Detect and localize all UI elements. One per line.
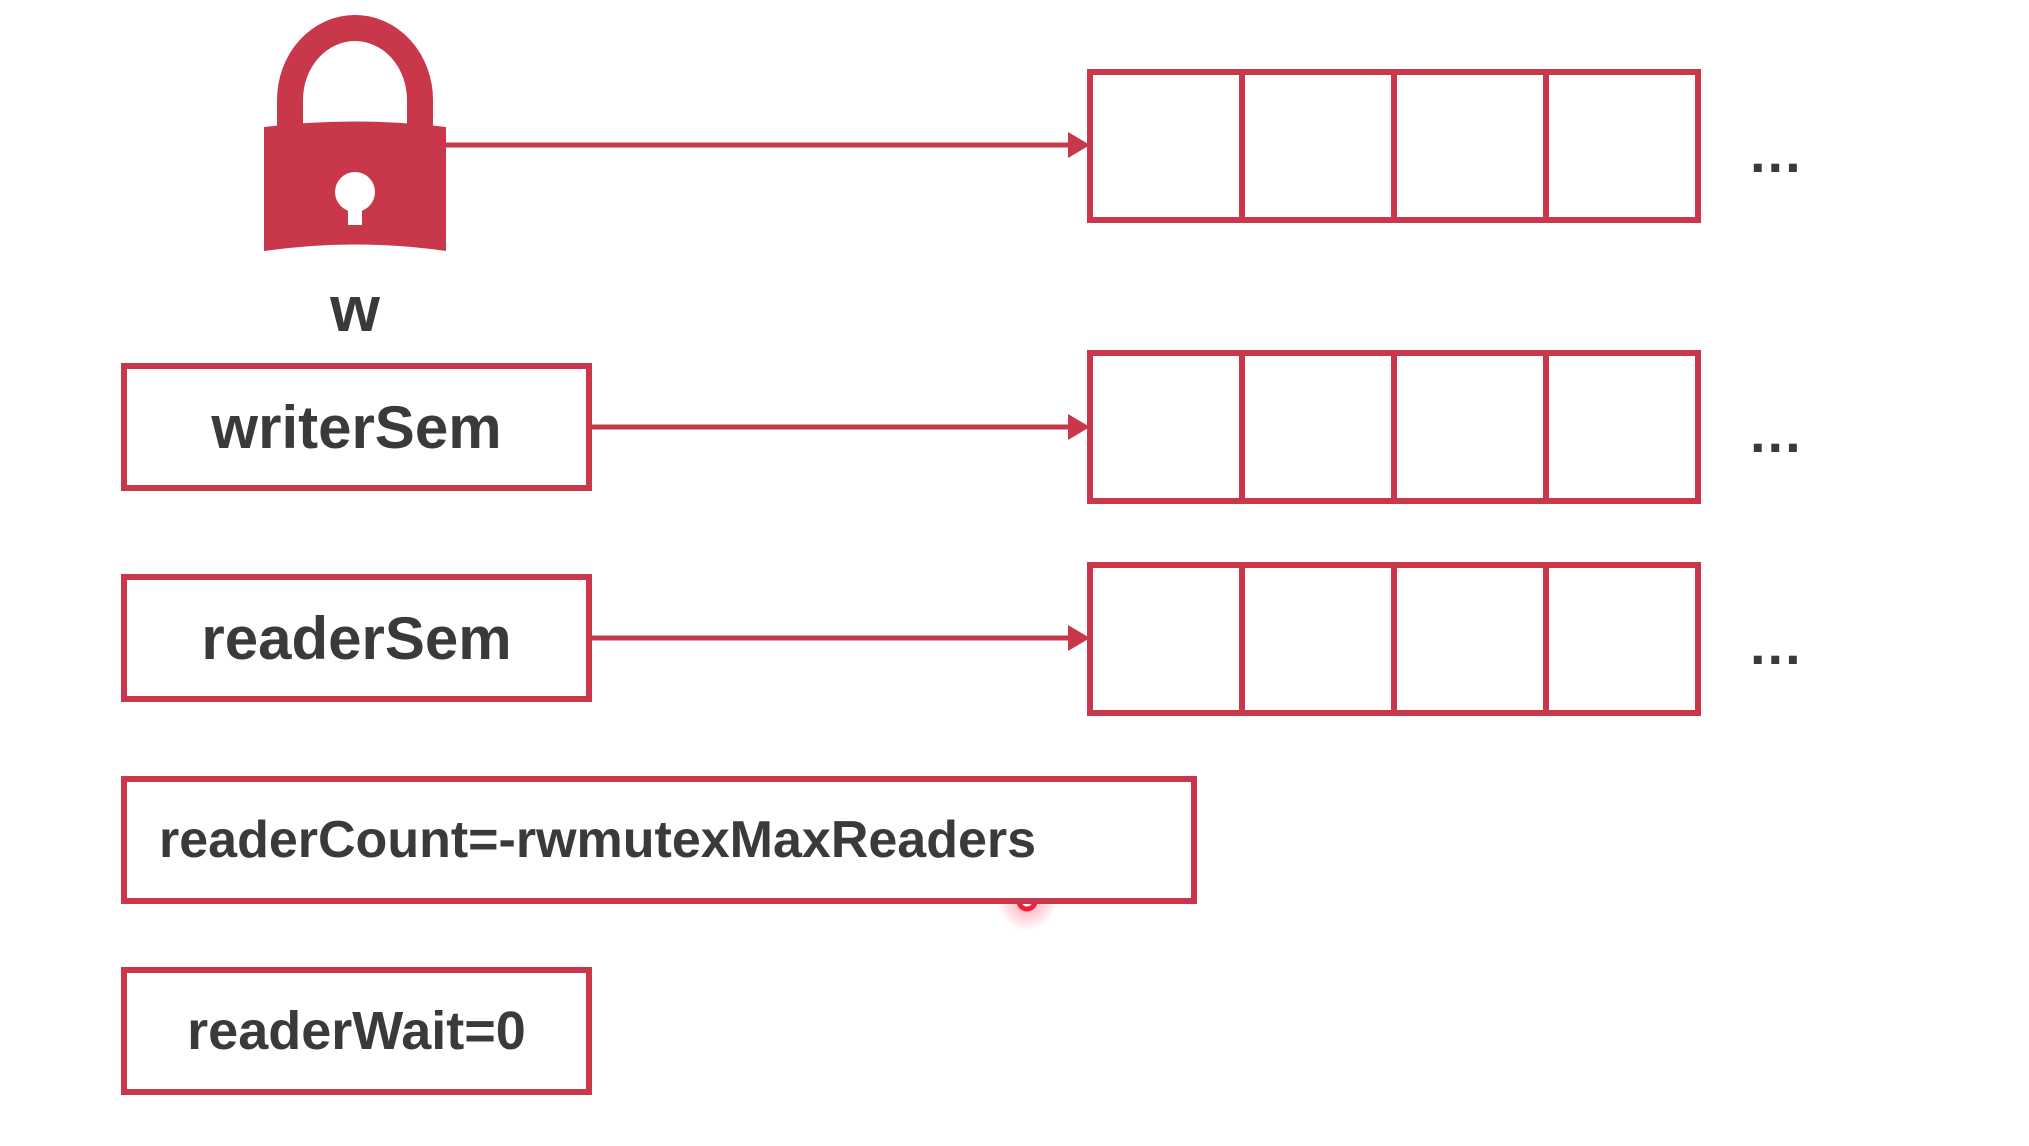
writersem-field: writerSem: [121, 363, 592, 491]
queue-slot: [1087, 69, 1245, 223]
lock-queue-ellipsis: ...: [1750, 121, 1803, 184]
queue-slot: [1391, 562, 1549, 716]
writersem-queue: [1087, 350, 1701, 504]
readerwait-field: readerWait=0: [121, 967, 592, 1095]
writersem-arrow: [592, 414, 1090, 440]
queue-slot: [1391, 69, 1549, 223]
queue-slot: [1239, 350, 1397, 504]
queue-slot: [1239, 69, 1397, 223]
lock-arrow: [446, 132, 1090, 158]
readercount-field: readerCount=-rwmutexMaxReaders: [121, 776, 1197, 904]
queue-slot: [1391, 350, 1549, 504]
queue-slot: [1543, 350, 1701, 504]
lock-label: w: [330, 273, 380, 345]
readersem-field: readerSem: [121, 574, 592, 702]
queue-slot: [1543, 69, 1701, 223]
readersem-queue: [1087, 562, 1701, 716]
readersem-arrow: [592, 625, 1090, 651]
queue-slot: [1087, 562, 1245, 716]
readersem-queue-ellipsis: ...: [1750, 613, 1803, 676]
queue-slot: [1239, 562, 1397, 716]
queue-slot: [1087, 350, 1245, 504]
lock-icon: [264, 15, 446, 251]
lock-queue: [1087, 69, 1701, 223]
queue-slot: [1543, 562, 1701, 716]
writersem-queue-ellipsis: ...: [1750, 401, 1803, 464]
